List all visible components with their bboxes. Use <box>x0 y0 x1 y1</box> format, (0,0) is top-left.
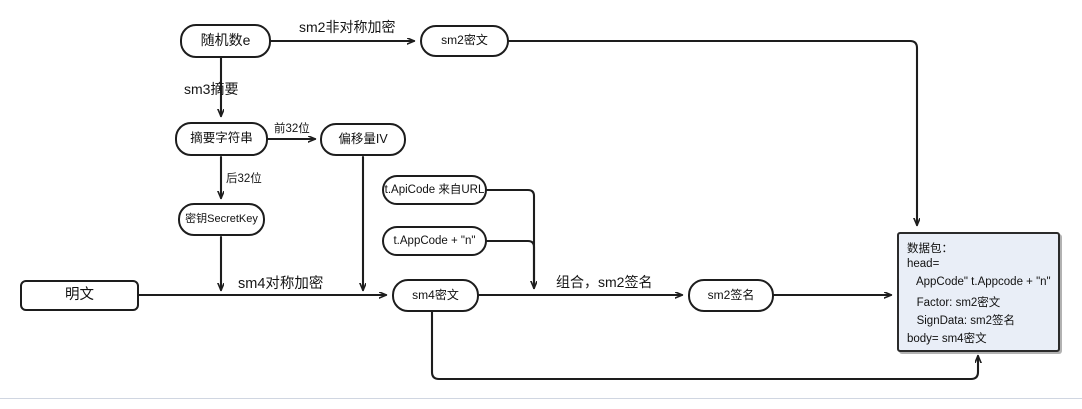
packet-line-0: 数据包： <box>907 243 953 255</box>
packet-line-2: AppCode" t.Appcode + "n" <box>907 276 1051 288</box>
node-digest-string[interactable]: 摘要字符串 <box>175 122 268 156</box>
node-plain-text-label: 明文 <box>65 286 94 303</box>
data-packet-box[interactable]: 数据包： head= AppCode" t.Appcode + "n" Fact… <box>897 232 1060 352</box>
node-app-code[interactable]: t.AppCode + "n" <box>382 226 487 256</box>
node-random-e[interactable]: 随机数e <box>180 24 271 58</box>
packet-line-5: body= sm4密文 <box>907 333 987 345</box>
node-random-e-label: 随机数e <box>200 32 251 49</box>
edge-sm4-to-packet-body <box>430 310 978 381</box>
node-api-code-label: t.ApiCode 来自URL <box>384 183 485 196</box>
edge-label-sm4-sym: sm4对称加密 <box>238 276 324 292</box>
node-digest-string-label: 摘要字符串 <box>190 131 253 146</box>
node-secret-key[interactable]: 密钥SecretKey <box>178 203 265 236</box>
edge-label-first32: 前32位 <box>274 123 310 135</box>
edge-label-last32: 后32位 <box>226 173 262 185</box>
node-sm2-cipher[interactable]: sm2密文 <box>420 25 509 57</box>
node-iv[interactable]: 偏移量IV <box>320 123 406 156</box>
node-sm2-cipher-label: sm2密文 <box>441 33 488 48</box>
node-sm4-cipher-label: sm4密文 <box>412 287 459 302</box>
packet-line-4: SignData: sm2签名 <box>907 315 1016 327</box>
edge-label-sm2-asym: sm2非对称加密 <box>299 19 396 35</box>
packet-line-1: head= <box>907 258 940 270</box>
node-plain-text[interactable]: 明文 <box>20 280 139 311</box>
edge-sm2cipher-to-packet <box>507 39 917 225</box>
node-secret-key-label: 密钥SecretKey <box>185 213 258 226</box>
node-sm4-cipher[interactable]: sm4密文 <box>392 279 479 312</box>
edge-label-sm3-digest: sm3摘要 <box>184 81 239 97</box>
node-iv-label: 偏移量IV <box>338 131 388 146</box>
packet-line-3: Factor: sm2密文 <box>907 297 1001 309</box>
node-app-code-label: t.AppCode + "n" <box>393 234 476 247</box>
edge-label-combine-sign: 组合，sm2签名 <box>556 274 653 290</box>
node-api-code[interactable]: t.ApiCode 来自URL <box>382 175 487 205</box>
node-sm2-sign[interactable]: sm2签名 <box>688 279 774 312</box>
edge-apicode-merge <box>485 188 534 288</box>
edge-appcode-merge <box>485 239 536 290</box>
node-sm2-sign-label: sm2签名 <box>707 287 755 302</box>
bottom-divider <box>0 398 1082 399</box>
